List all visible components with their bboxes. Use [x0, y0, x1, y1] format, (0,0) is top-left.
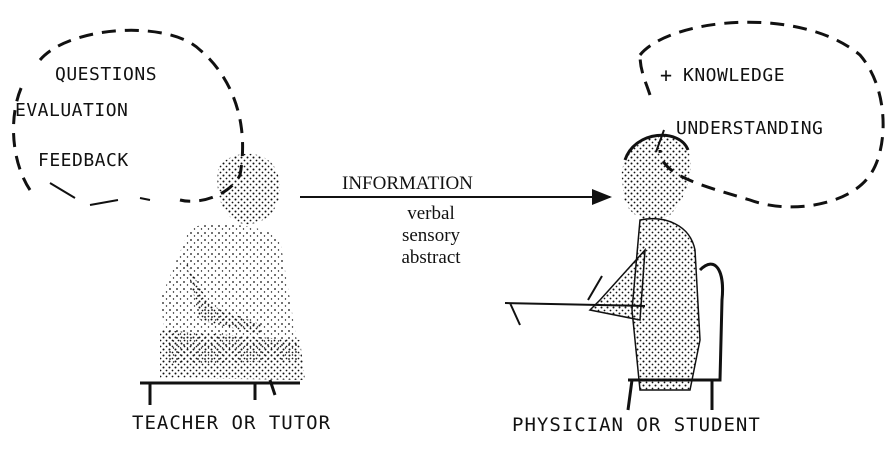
left-bubble-item-evaluation: EVALUATION	[15, 100, 128, 121]
left-bubble-tail	[50, 183, 150, 205]
physician-figure	[505, 135, 723, 410]
right-bubble-item-knowledge: KNOWLEDGE	[683, 65, 785, 86]
teacher-figure	[140, 154, 305, 405]
right-bubble-plus-symbol: +	[660, 63, 673, 87]
information-type-verbal: verbal	[371, 204, 491, 224]
left-bubble-item-questions: QUESTIONS	[55, 64, 157, 85]
information-label: INFORMATION	[342, 173, 473, 195]
physician-pencil	[588, 276, 602, 300]
left-bubble-item-feedback: FEEDBACK	[38, 150, 129, 171]
information-type-sensory: sensory	[371, 226, 491, 246]
caption-physician-or-student: PHYSICIAN OR STUDENT	[512, 414, 761, 436]
right-bubble-item-understanding: UNDERSTANDING	[676, 118, 823, 139]
physician-arm	[590, 250, 645, 320]
teacher-head	[217, 154, 280, 224]
caption-teacher-or-tutor: TEACHER OR TUTOR	[132, 412, 331, 434]
information-type-abstract: abstract	[371, 248, 491, 268]
physician-torso	[632, 219, 700, 390]
